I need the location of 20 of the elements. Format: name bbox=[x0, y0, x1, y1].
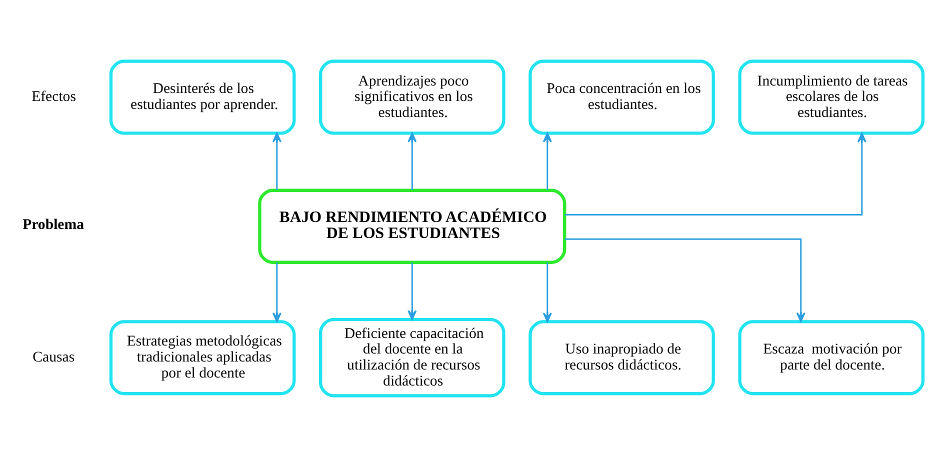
label: Problema bbox=[22, 217, 84, 234]
node-box: Uso inapropiado de recursos didácticos. bbox=[528, 320, 715, 396]
node-box: Aprendizajes poco significativos en los estudiantes. bbox=[319, 60, 506, 135]
arrow bbox=[408, 132, 417, 190]
label: Efectos bbox=[32, 89, 76, 106]
label: Causas bbox=[32, 350, 75, 366]
arrow bbox=[542, 262, 552, 322]
arrow bbox=[564, 238, 806, 322]
node-box: Incumplimiento de tareas escolares de los estudiantes. bbox=[738, 60, 925, 135]
node-box: Escaza motivación por parte del docente. bbox=[738, 320, 925, 396]
arrow bbox=[272, 262, 282, 322]
node-box: Deficiente capacitación del docente en la utilización de recursos didácticos bbox=[319, 318, 506, 398]
node-box: Desinterés de los estudiantes por aprender. bbox=[109, 60, 296, 135]
arrow bbox=[272, 132, 282, 190]
arrow bbox=[408, 262, 417, 320]
node-box: BAJO RENDIMIENTO ACADÉMICO DE LOS ESTUDIANTES bbox=[258, 188, 566, 264]
arrow bbox=[542, 132, 552, 190]
node-box: Poca concentración en los estudiantes. bbox=[528, 60, 715, 135]
arrow bbox=[564, 132, 866, 216]
node-box: Estrategias metodológicas tradicionales aplicadas por el docente bbox=[109, 320, 296, 396]
